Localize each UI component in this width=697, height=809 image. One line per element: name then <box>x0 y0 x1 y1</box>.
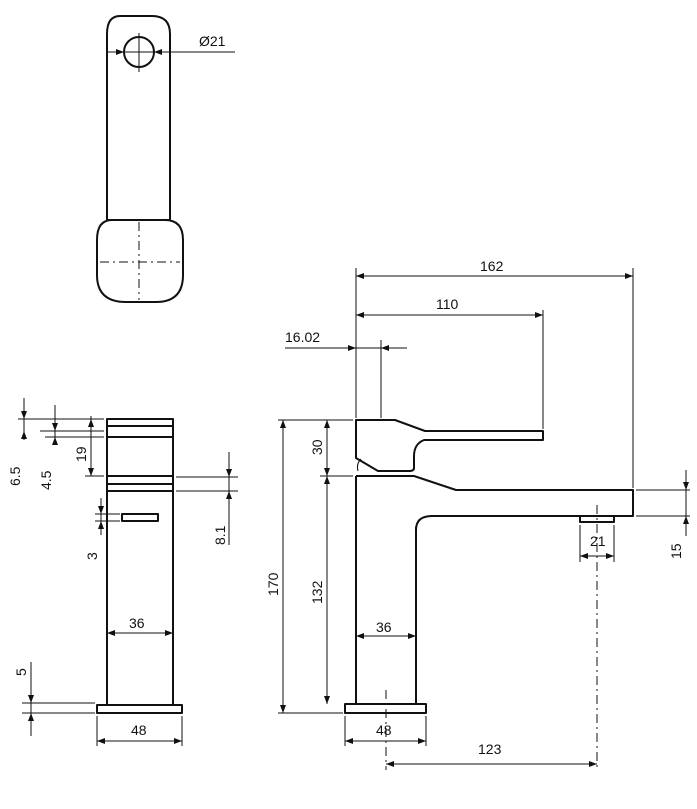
handle-outline-side-view <box>355 419 544 472</box>
dim-handle-length: 110 <box>436 296 459 312</box>
top-view: Ø21 <box>96 15 235 303</box>
dim-base-width-side: 48 <box>376 722 392 738</box>
dim-base-width-front: 48 <box>131 722 147 738</box>
side-aerator <box>579 515 615 523</box>
dim-handle-height: 30 <box>309 439 325 455</box>
dim-spout-reach: 123 <box>478 741 502 757</box>
dim-body-width-front: 36 <box>129 615 145 631</box>
dim-top-gap-2: 4.5 <box>38 470 54 490</box>
dim-top-gap-1: 6.5 <box>7 466 23 486</box>
dim-handle-offset: 16.02 <box>285 329 320 345</box>
dim-overall-length: 162 <box>480 258 504 274</box>
spout-outline <box>356 475 634 531</box>
dim-spout-thickness: 15 <box>668 543 684 559</box>
dim-body-width-side: 36 <box>376 619 392 635</box>
dim-collar-gap: 3 <box>84 552 100 560</box>
dim-top-block: 19 <box>73 446 89 462</box>
front-view: 6.5 4.5 19 8.1 3 36 5 48 <box>7 398 238 746</box>
dim-base-height: 5 <box>13 668 29 676</box>
dim-total-height: 170 <box>265 572 281 596</box>
dim-aerator-width: 21 <box>590 533 606 549</box>
front-aerator <box>121 513 159 522</box>
front-base <box>96 704 183 714</box>
dim-aerator-diameter: Ø21 <box>199 33 226 49</box>
front-top-cap <box>106 418 174 477</box>
dim-body-height: 132 <box>309 580 325 604</box>
side-view: 162 110 16.02 30 132 170 36 48 <box>265 258 690 770</box>
body-outline-top-view <box>96 219 184 303</box>
dim-collar-height: 8.1 <box>212 525 228 545</box>
